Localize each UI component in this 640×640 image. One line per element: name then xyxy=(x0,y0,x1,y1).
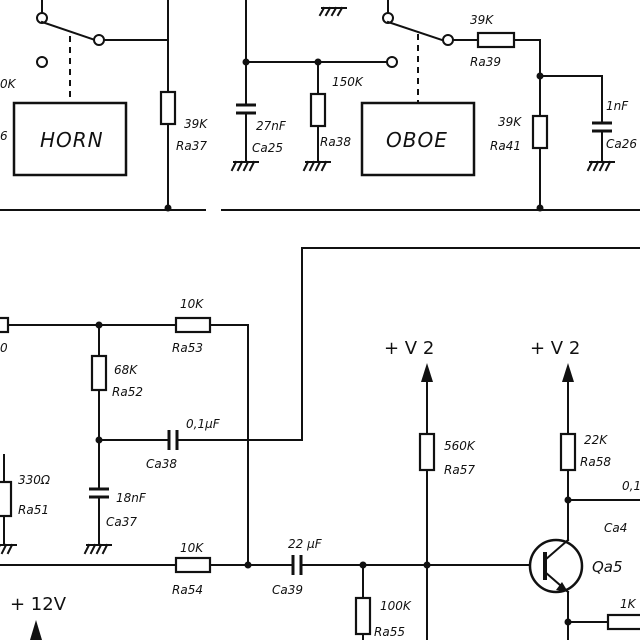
ra39-value: 39K xyxy=(470,13,494,27)
resistor-ra51: 330Ω Ra51 xyxy=(0,454,51,555)
transistor-qa5: Qa5 xyxy=(528,538,623,640)
ra37-ref: Ra37 xyxy=(176,139,207,153)
ca37-value: 18nF xyxy=(116,491,147,505)
rail-v2-right: + V 2 xyxy=(530,338,580,435)
resistor-ra54: 10K Ra54 xyxy=(0,541,252,597)
v2-right-label: + V 2 xyxy=(530,338,580,359)
ground-symbol-top xyxy=(318,6,347,17)
ra55-value: 100K xyxy=(380,599,412,613)
ca25-value: 27nF xyxy=(256,119,287,133)
left-partial-label: 0 xyxy=(0,341,8,355)
rail-12v: + 12V xyxy=(10,594,67,640)
resistor-ra41: 39K Ra41 xyxy=(490,114,549,212)
ca4x-value: 0,1 xyxy=(622,479,640,493)
capacitor-ca39: 22 μF Ca39 xyxy=(247,537,533,597)
resistor-1k-partial: 1K xyxy=(567,597,640,631)
ca26-value: 1nF xyxy=(606,99,629,113)
partial-value-label: 0K xyxy=(0,77,17,91)
ca38-value: 0,1μF xyxy=(186,417,221,431)
ra55-ref: Ra55 xyxy=(374,625,405,639)
ra51-value: 330Ω xyxy=(18,473,51,487)
ra53-value: 10K xyxy=(180,297,204,311)
ca39-ref: Ca39 xyxy=(272,583,303,597)
ra51-ref: Ra51 xyxy=(18,503,49,517)
ra54-ref: Ra54 xyxy=(172,583,203,597)
v2-left-label: + V 2 xyxy=(384,338,434,359)
rail-v2-left: + V 2 xyxy=(384,338,434,435)
ca38-ref: Ca38 xyxy=(146,457,177,471)
capacitor-ca38: 0,1μF Ca38 xyxy=(98,417,221,471)
oboe-label: OBOE xyxy=(386,128,448,152)
capacitor-ca26: 1nF Ca26 xyxy=(586,75,637,172)
ra58-ref: Ra58 xyxy=(580,455,611,469)
resistor-ra52: 68K Ra52 xyxy=(90,324,143,489)
ca4x-ref: Ca4 xyxy=(604,521,627,535)
qa5-ref: Qa5 xyxy=(592,558,623,576)
ra38-value: 150K xyxy=(332,75,364,89)
ra41-ref: Ra41 xyxy=(490,139,521,153)
ra39-ref: Ra39 xyxy=(470,55,501,69)
resistor-ra39: 39K Ra39 xyxy=(452,13,541,69)
ca37-ref: Ca37 xyxy=(106,515,137,529)
ca39-value: 22 μF xyxy=(288,537,323,551)
horn-label: HORN xyxy=(40,128,104,152)
capacitor-ca37: 18nF Ca37 xyxy=(83,487,147,555)
ra54-value: 10K xyxy=(180,541,204,555)
resistor-ra55: 100K Ra55 xyxy=(354,564,412,640)
ca26-ref: Ca26 xyxy=(606,137,637,151)
resistor-ra53: 10K Ra53 xyxy=(172,297,249,566)
ra52-ref: Ra52 xyxy=(112,385,143,399)
resistor-ra57: 560K Ra57 xyxy=(418,432,476,640)
resistor-ra37: 39K Ra37 xyxy=(159,39,208,212)
capacitor-ca25: 27nF Ca25 xyxy=(230,0,287,172)
ca25-ref: Ca25 xyxy=(252,141,283,155)
resistor-left-partial: 0 xyxy=(0,316,177,355)
r1k-value: 1K xyxy=(620,597,637,611)
ra57-value: 560K xyxy=(444,439,476,453)
oboe-switch xyxy=(382,0,454,102)
resistor-ra38: 150K Ra38 xyxy=(302,61,364,172)
ra52-value: 68K xyxy=(114,363,138,377)
partial-ref-label: 6 xyxy=(0,129,8,143)
resistor-ra58: 22K Ra58 0,1 Ca4 xyxy=(559,432,640,541)
ra37-value: 39K xyxy=(184,117,208,131)
ra58-value: 22K xyxy=(584,433,608,447)
ra57-ref: Ra57 xyxy=(444,463,475,477)
horn-box: HORN xyxy=(12,101,128,177)
ra53-ref: Ra53 xyxy=(172,341,203,355)
horn-switch xyxy=(36,0,169,102)
oboe-box: OBOE xyxy=(360,101,476,177)
ra38-ref: Ra38 xyxy=(320,135,351,149)
feedback-wire xyxy=(177,247,640,441)
ra41-value: 39K xyxy=(498,115,522,129)
v12-label: + 12V xyxy=(10,594,67,615)
